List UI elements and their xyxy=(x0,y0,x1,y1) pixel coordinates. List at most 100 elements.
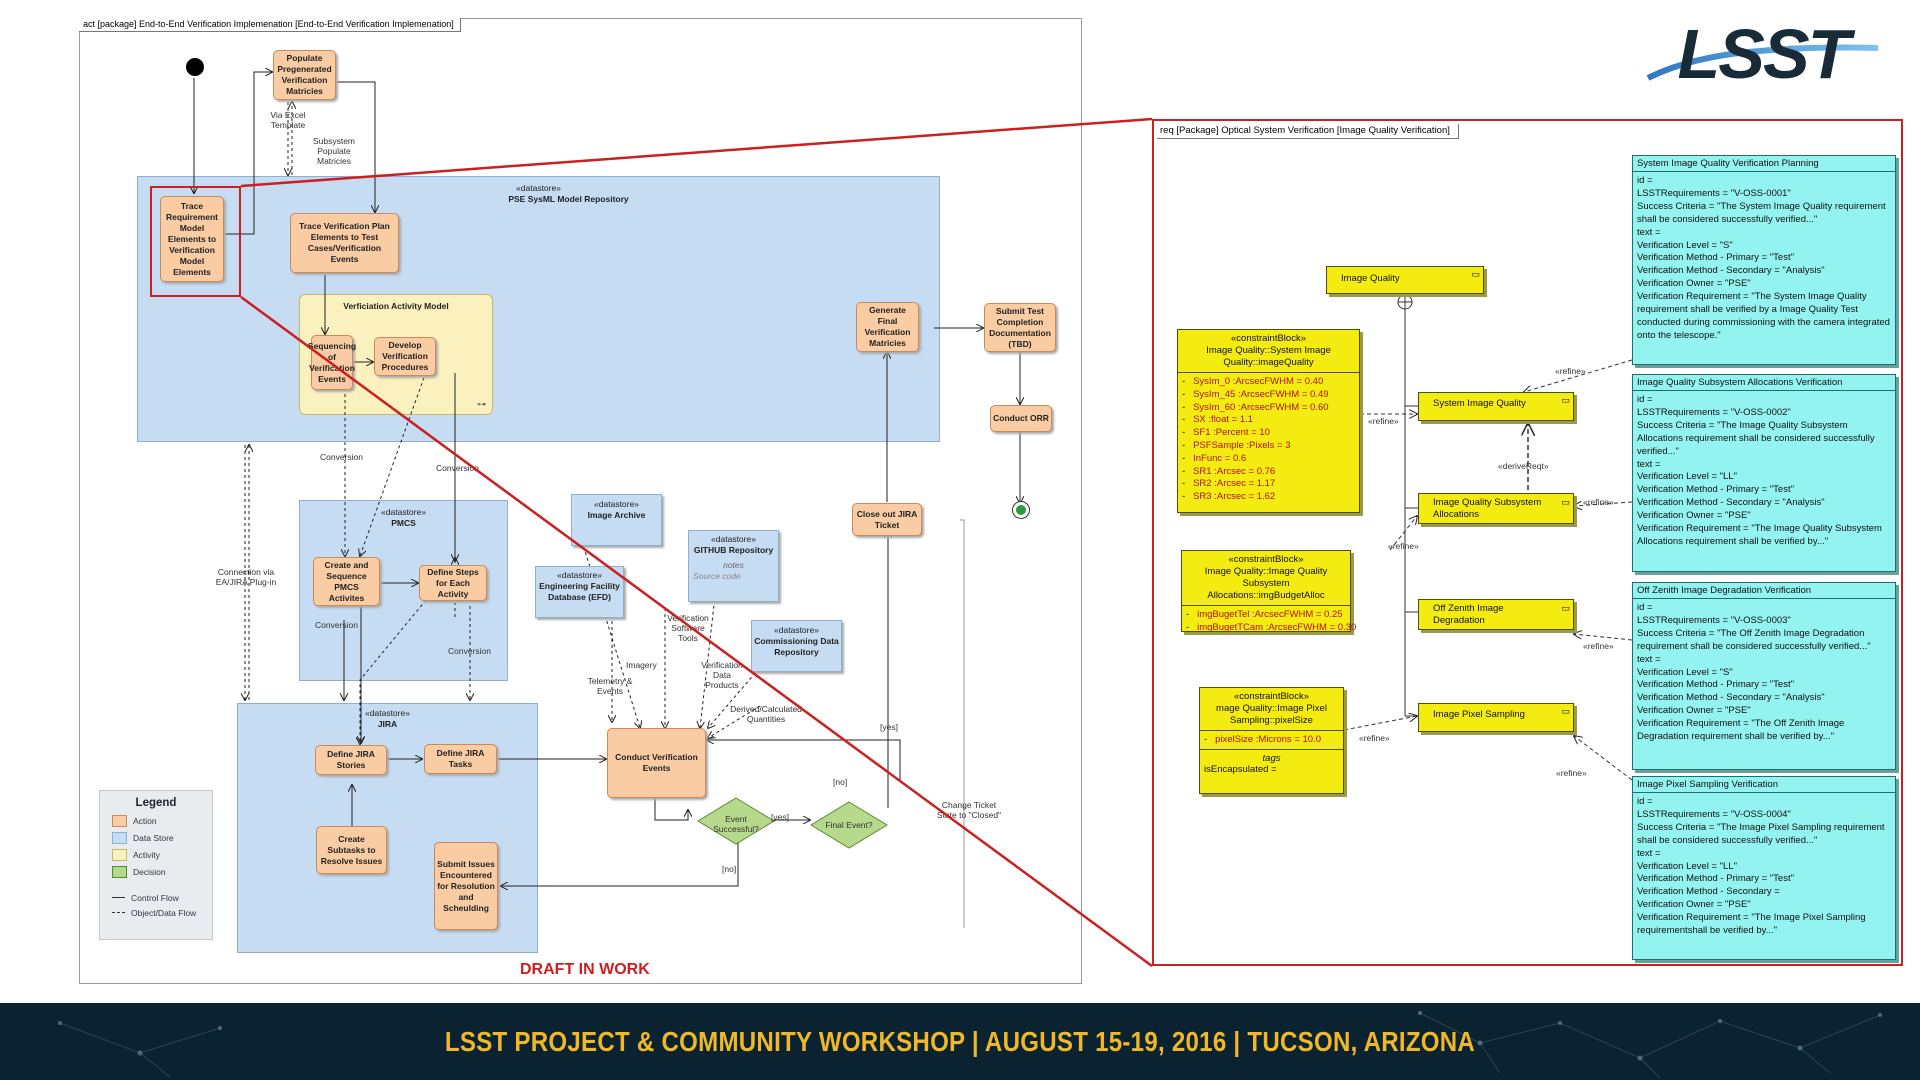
footer-text: LSST PROJECT & COMMUNITY WORKSHOP | AUGU… xyxy=(444,1025,1476,1057)
legend-line-object-sample xyxy=(112,912,125,913)
action-submit-issues[interactable]: Submit Issues Encountered for Resolution… xyxy=(434,842,498,930)
legend-line-object: Object/Data Flow xyxy=(100,905,212,920)
label-via-excel: Via Excel Template xyxy=(270,110,306,130)
lsst-logo: LSST xyxy=(1628,15,1898,93)
requirement-line: Verification Requirement = "The Off Zeni… xyxy=(1637,718,1847,743)
constraint-row: - SR1 :Arcsec = 0.76 xyxy=(1182,465,1276,477)
constraint-row-name: SR3 xyxy=(1193,491,1212,503)
constraint-block-rows: - pixelSize :Microns = 10.0 xyxy=(1200,731,1343,750)
block-pixel-sampling-icon: ▭ xyxy=(1561,706,1570,716)
relation-refine-5: «refine» xyxy=(1583,497,1614,507)
requirement-line: id = xyxy=(1637,394,1653,405)
efd-store[interactable]: «datastore» Engineering Facility Databas… xyxy=(535,566,624,618)
github-name: GITHUB Repository xyxy=(693,545,774,555)
action-create-subtasks[interactable]: Create Subtasks to Resolve Issues xyxy=(316,826,387,874)
constraint-row: - PSFSample :Pixels = 3 xyxy=(1182,439,1291,451)
constraint-row-value: :float = 1.1 xyxy=(1208,414,1254,426)
action-trace-requirements[interactable]: Trace Requirement Model Elements to Veri… xyxy=(160,196,224,282)
action-conduct-orr[interactable]: Conduct ORR xyxy=(990,405,1052,432)
github-store[interactable]: «datastore» GITHUB Repository notes Sour… xyxy=(688,530,779,602)
requirement-line: LSSTRequirements = "V-OSS-0004" xyxy=(1637,808,1791,820)
label-conversion-1: Conversion xyxy=(320,452,363,462)
constraint-row-value: :Pixels = 3 xyxy=(1246,439,1291,451)
requirement-pixel-sampling[interactable]: Image Pixel Sampling Verification id = L… xyxy=(1632,776,1896,960)
constraint-block-rows: - SysIm_0 :ArcsecFWHM = 0.40 - SysIm_45 … xyxy=(1178,373,1359,504)
requirement-title: Image Quality Subsystem Allocations Veri… xyxy=(1633,375,1895,391)
constraint-row-name: InFunc xyxy=(1193,452,1223,464)
decision-final-event[interactable]: Final Event? xyxy=(810,801,888,849)
action-conduct-verification-events[interactable]: Conduct Verification Events xyxy=(607,728,706,798)
requirement-body: id = LSSTRequirements = "V-OSS-0002" Suc… xyxy=(1633,391,1895,552)
decision-event-successful-shape xyxy=(697,797,775,845)
constraint-block-header: «constraintBlock» mage Quality::Image Pi… xyxy=(1200,688,1343,731)
action-populate-matricies[interactable]: Populate Pregenerated Verification Matri… xyxy=(273,50,336,100)
legend-label-decision: Decision xyxy=(133,866,166,877)
action-generate-matricies[interactable]: Generate Final Verification Matricies xyxy=(856,302,919,352)
action-submit-test[interactable]: Submit Test Completion Documentation (TB… xyxy=(984,303,1056,352)
relation-refine-2: «refine» xyxy=(1388,541,1419,551)
draft-in-work-label: DRAFT IN WORK xyxy=(520,961,650,978)
block-iq-subsystem-allocations[interactable]: Image Quality Subsystem Allocations ▭ xyxy=(1418,493,1574,524)
commissioning-store[interactable]: «datastore» Commissioning Data Repositor… xyxy=(751,620,842,672)
constraint-row-name: pixelSize xyxy=(1215,734,1254,745)
requirement-line: Verification Level = "LL" xyxy=(1637,471,1737,483)
constraint-row-name: imgBugetTCam xyxy=(1197,621,1264,633)
action-create-sequence-pmcs[interactable]: Create and Sequence PMCS Activites xyxy=(313,557,380,606)
requirement-line: Success Criteria = "The Image Pixel Samp… xyxy=(1637,821,1888,846)
footer-banner: LSST PROJECT & COMMUNITY WORKSHOP | AUGU… xyxy=(0,1003,1920,1080)
constraint-row-name: SF1 xyxy=(1193,427,1211,439)
block-pixel-sampling[interactable]: Image Pixel Sampling ▭ xyxy=(1418,703,1574,732)
activity-model-box: Verficiation Activity Model ⊶ xyxy=(299,294,493,415)
action-define-jira-tasks[interactable]: Define JIRA Tasks xyxy=(424,744,497,774)
action-trace-verification-plan[interactable]: Trace Verification Plan Elements to Test… xyxy=(290,213,399,273)
requirement-line: Success Criteria = "The Off Zenith Image… xyxy=(1637,627,1871,652)
label-imagery: Imagery xyxy=(626,660,657,670)
constraint-block-stereotype: «constraintBlock» xyxy=(1231,333,1306,344)
requirement-line: Verification Method - Secondary = "Analy… xyxy=(1637,497,1825,509)
pse-repository: «datastore» PSE SysML Model Repository xyxy=(137,176,940,442)
footer-constellation xyxy=(58,1011,1882,1079)
constraint-row: - pixelSize :Microns = 10.0 xyxy=(1204,734,1321,745)
constraint-block-pixel-size[interactable]: «constraintBlock» mage Quality::Image Pi… xyxy=(1199,687,1344,794)
constraint-block-rows: - imgBugetTel :ArcsecFWHM = 0.25 - imgBu… xyxy=(1182,606,1356,635)
activity-rake-icon: ⊶ xyxy=(477,399,486,409)
image-archive-store[interactable]: «datastore» Image Archive xyxy=(571,494,662,546)
requirement-line: Verification Level = "S" xyxy=(1637,239,1733,251)
action-develop-procedures[interactable]: Develop Verification Procedures xyxy=(374,337,436,376)
constraint-tags-label: tags xyxy=(1262,752,1281,764)
block-off-zenith[interactable]: Off Zenith Image Degradation ▭ xyxy=(1418,599,1574,630)
constraint-block-budget-alloc[interactable]: «constraintBlock» Image Quality::Image Q… xyxy=(1181,550,1356,635)
action-sequencing[interactable]: Sequencing of Verification Events xyxy=(308,335,356,390)
requirement-off-zenith[interactable]: Off Zenith Image Degradation Verificatio… xyxy=(1632,582,1896,770)
constraint-row: - SX :float = 1.1 xyxy=(1182,414,1254,426)
block-image-quality[interactable]: Image Quality ▭ xyxy=(1326,266,1484,294)
requirement-line: text = xyxy=(1637,847,1661,859)
requirement-line: id = xyxy=(1637,602,1653,613)
requirements-connectors xyxy=(1343,286,1633,781)
requirement-line: Verification Requirement = "The Image Qu… xyxy=(1637,523,1885,547)
decision-final-event-label: Final Event? xyxy=(825,820,873,830)
constraint-row-name: SR1 xyxy=(1193,465,1212,477)
legend-line-control-label: Control Flow xyxy=(131,892,179,903)
label-subsystem-populate: Subsystem Populate Matricies xyxy=(312,136,356,166)
constraint-row-value: :Arcsec = 1.62 xyxy=(1214,491,1276,503)
action-close-jira-ticket[interactable]: Close out JIRA Ticket xyxy=(852,503,922,536)
legend-item-activity: Activity xyxy=(100,846,212,863)
action-define-steps[interactable]: Define Steps for Each Activity xyxy=(419,565,487,601)
legend-label-data-store: Data Store xyxy=(133,832,174,843)
requirement-system-image-quality[interactable]: System Image Quality Verification Planni… xyxy=(1632,155,1896,365)
decision-event-successful[interactable]: Event Successful? xyxy=(697,797,775,845)
requirement-line: Verification Level = "S" xyxy=(1637,666,1733,678)
requirement-title: Image Pixel Sampling Verification xyxy=(1633,777,1895,793)
constraint-block-stereotype: «constraintBlock» xyxy=(1234,691,1309,702)
action-define-jira-stories[interactable]: Define JIRA Stories xyxy=(315,745,387,775)
requirement-iq-subsystem-allocations[interactable]: Image Quality Subsystem Allocations Veri… xyxy=(1632,374,1896,572)
activity-connectors xyxy=(0,0,1100,928)
requirement-line: Verification Method - Primary = "Test" xyxy=(1637,679,1794,691)
constraint-block-name: Image Quality::System Image Quality::ima… xyxy=(1206,345,1331,368)
block-system-image-quality[interactable]: System Image Quality ▭ xyxy=(1418,392,1574,421)
constraint-block-image-quality[interactable]: «constraintBlock» Image Quality::System … xyxy=(1177,329,1360,513)
constraint-row-value: :ArcsecFWHM = 0.60 xyxy=(1237,401,1329,413)
constraint-row-name: SR2 xyxy=(1193,478,1212,490)
constraint-row-name: SysIm_0 xyxy=(1193,376,1231,387)
